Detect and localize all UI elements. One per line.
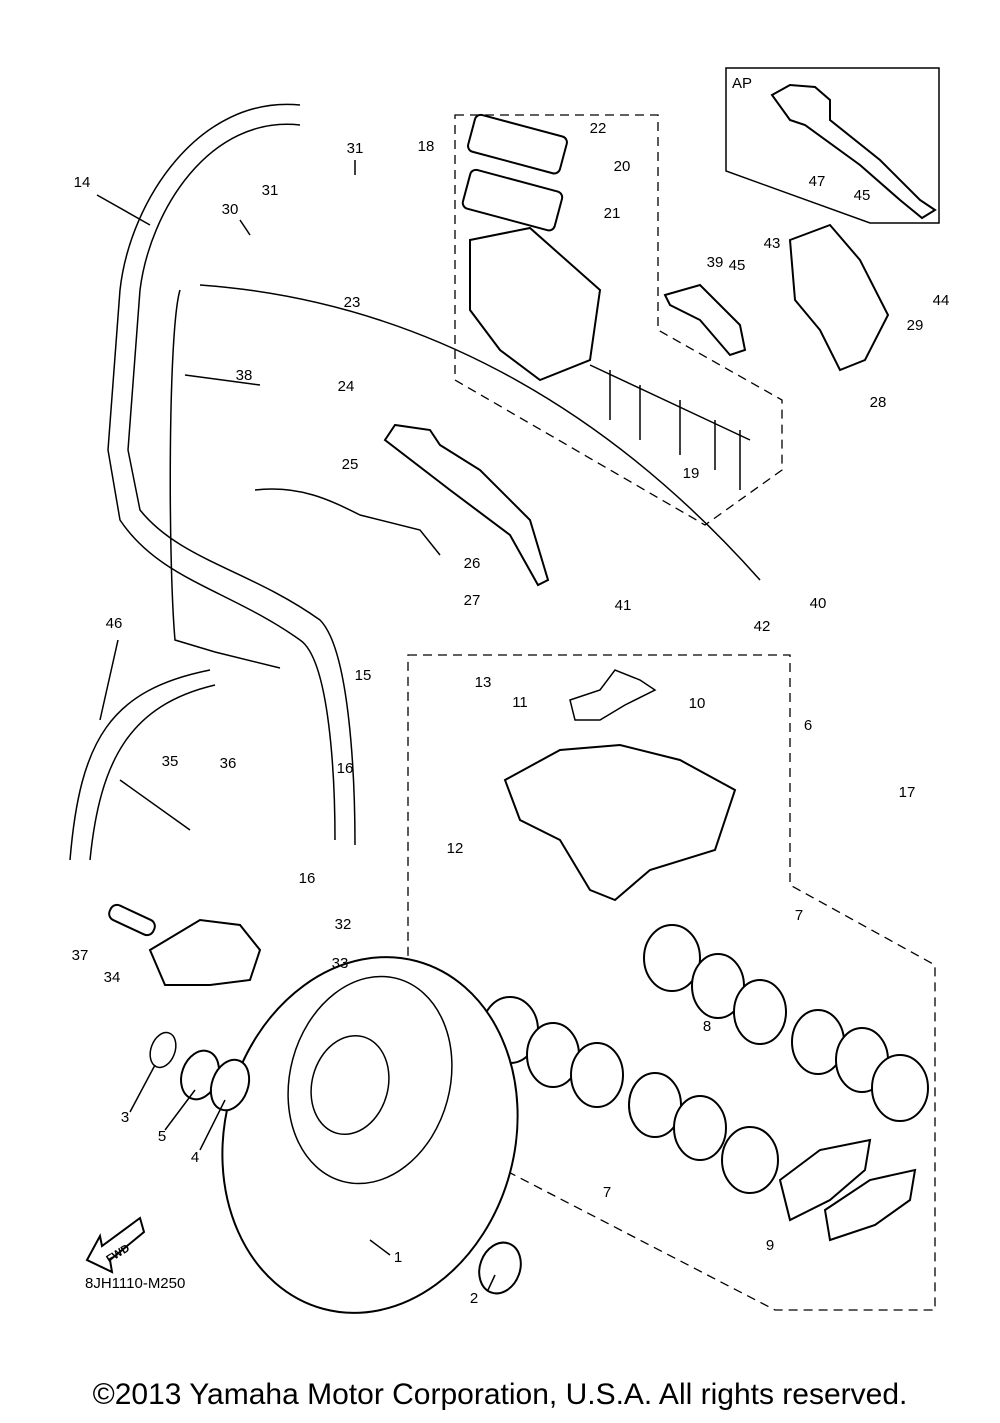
bracket-28 bbox=[788, 223, 890, 372]
hose-46 bbox=[69, 669, 216, 861]
callout-19: 19 bbox=[683, 465, 700, 482]
callout-13: 13 bbox=[475, 674, 492, 691]
rear-caliper bbox=[148, 918, 262, 986]
callout-35: 35 bbox=[162, 753, 179, 770]
callout-3: 3 bbox=[121, 1109, 129, 1126]
callout-4: 4 bbox=[191, 1149, 199, 1166]
cable-38-inner bbox=[199, 284, 761, 581]
fwd-arrow-icon: FWD bbox=[85, 1216, 146, 1274]
callout-32: 32 bbox=[335, 916, 352, 933]
pistons-7 bbox=[481, 924, 929, 1194]
callout-21: 21 bbox=[604, 205, 621, 222]
callout-6: 6 bbox=[804, 717, 812, 734]
brake-lever-24 bbox=[383, 423, 550, 587]
callout-15: 15 bbox=[355, 667, 372, 684]
callout-7: 7 bbox=[795, 907, 803, 924]
callout-20: 20 bbox=[614, 158, 631, 175]
callout-5: 5 bbox=[158, 1128, 166, 1145]
callout-1: 1 bbox=[394, 1249, 402, 1266]
callout-18: 18 bbox=[418, 138, 435, 155]
diagram-code: 8JH1110-M250 bbox=[85, 1275, 185, 1292]
circlip-3 bbox=[149, 1031, 177, 1069]
brake-pads-9 bbox=[778, 1138, 872, 1222]
callout-29: 29 bbox=[907, 317, 924, 334]
callout-36: 36 bbox=[220, 755, 237, 772]
callout-44: 44 bbox=[933, 292, 950, 309]
callout-23: 23 bbox=[344, 294, 361, 311]
cable-38 bbox=[169, 289, 281, 669]
disc-rotor-fins bbox=[287, 975, 453, 1185]
brake-hose-14-outer bbox=[127, 123, 356, 846]
callout-31: 31 bbox=[347, 140, 364, 157]
cable-25 bbox=[254, 488, 441, 556]
callout-14: 14 bbox=[74, 174, 91, 191]
callout-9: 9 bbox=[766, 1237, 774, 1254]
callout-7: 7 bbox=[603, 1184, 611, 1201]
disc-hub bbox=[310, 1034, 390, 1136]
leader-lines bbox=[96, 160, 496, 1291]
callout-45: 45 bbox=[854, 187, 871, 204]
callout-43: 43 bbox=[764, 235, 781, 252]
callout-47: 47 bbox=[809, 173, 826, 190]
callout-28: 28 bbox=[870, 394, 887, 411]
callout-24: 24 bbox=[338, 378, 355, 395]
callout-38: 38 bbox=[236, 367, 253, 384]
callout-46: 46 bbox=[106, 615, 123, 632]
pedal-39 bbox=[663, 283, 747, 357]
pad-spring-10 bbox=[569, 669, 657, 721]
callout-2: 2 bbox=[470, 1290, 478, 1307]
callout-12: 12 bbox=[447, 840, 464, 857]
callout-37: 37 bbox=[72, 947, 89, 964]
callout-8: 8 bbox=[703, 1018, 711, 1035]
seal-2 bbox=[478, 1241, 522, 1295]
callout-31: 31 bbox=[262, 182, 279, 199]
callout-16: 16 bbox=[337, 760, 354, 777]
bolt-35 bbox=[119, 779, 191, 831]
callout-39: 39 bbox=[707, 254, 724, 271]
callout-27: 27 bbox=[464, 592, 481, 609]
callout-42: 42 bbox=[754, 618, 771, 635]
lever-47 bbox=[770, 83, 937, 220]
diaphragm-21 bbox=[461, 168, 564, 232]
callout-16: 16 bbox=[299, 870, 316, 887]
callout-30: 30 bbox=[222, 201, 239, 218]
pin-34 bbox=[108, 903, 156, 937]
callout-41: 41 bbox=[615, 597, 632, 614]
ap-inset-box bbox=[725, 67, 940, 224]
master-cylinder-body bbox=[469, 226, 602, 382]
master-cylinder-group-outline bbox=[454, 114, 783, 526]
brake-pad-9b bbox=[823, 1168, 917, 1242]
callout-11: 11 bbox=[512, 694, 528, 711]
reservoir-cap-20 bbox=[467, 113, 568, 175]
ap-label: AP bbox=[732, 75, 752, 92]
callout-22: 22 bbox=[590, 120, 607, 137]
callout-40: 40 bbox=[810, 595, 827, 612]
callout-34: 34 bbox=[104, 969, 121, 986]
callout-26: 26 bbox=[464, 555, 481, 572]
callout-17: 17 bbox=[899, 784, 916, 801]
callout-33: 33 bbox=[332, 955, 349, 972]
caliper-body bbox=[503, 743, 737, 902]
callout-labels: 1234567789101112131415161617181920212223… bbox=[72, 120, 950, 1307]
callout-10: 10 bbox=[689, 695, 706, 712]
callout-25: 25 bbox=[342, 456, 359, 473]
piston-assembly-19 bbox=[589, 364, 751, 490]
callout-45: 45 bbox=[729, 257, 746, 274]
copyright-notice: ©2013 Yamaha Motor Corporation, U.S.A. A… bbox=[92, 1378, 908, 1411]
